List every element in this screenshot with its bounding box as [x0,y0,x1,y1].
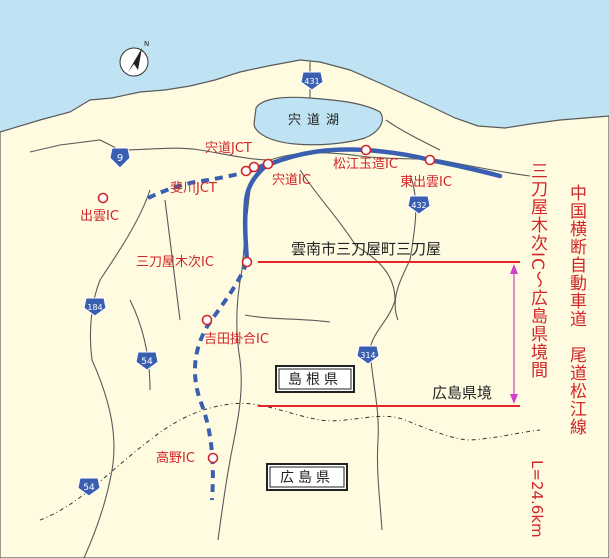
svg-text:432: 432 [411,201,426,210]
svg-text:54: 54 [141,357,153,367]
svg-text:314: 314 [360,351,375,360]
hikawa-jct-label: 斐川JCT [170,181,217,196]
expressway-mitoya [242,161,271,265]
higashi-izumo-ic-marker [424,154,436,166]
shinji-jct-marker [240,165,252,177]
lake-label: 宍道湖 [288,113,345,128]
shinji-jct-label: 宍道JCT [205,141,252,156]
route-shield-54a: 54 [135,351,159,371]
mitoya-kisuki-ic-label: 三刀屋木次IC [136,254,214,270]
hikawa-jct-marker [248,161,260,173]
svg-text:9: 9 [117,153,123,164]
lake-shinji [253,96,383,146]
ic-markers [97,144,436,464]
route-shield-9: 9 [109,147,131,169]
svg-text:N: N [144,40,149,48]
yoshida-kakeai-ic-label: 吉田掛合IC [204,332,269,347]
matsue-tamatsukuri-ic-label: 松江玉造IC [333,157,398,172]
svg-text:広島県: 広島県 [280,470,334,486]
svg-text:島根県: 島根県 [288,372,342,388]
mitoya-location-label: 雲南市三刀屋町三刀屋 [291,240,441,258]
land [0,59,609,558]
planned-hiroshima-link [192,261,249,501]
pref-border-label: 広島県境 [432,384,492,402]
pref-label-shimane: 島根県 [275,365,355,393]
route-shield-314: 314 [356,345,380,365]
north-arrow-icon: N [119,40,149,77]
svg-text:431: 431 [304,77,319,86]
route-shield-184: 184 [83,297,107,317]
takano-ic-label: 高野IC [156,450,195,466]
matsue-tamatsukuri-ic-marker [360,144,372,156]
takano-ic-marker [207,452,219,464]
izumo-ic-marker [97,192,109,204]
pref-border-line [39,402,541,521]
planned-izumo-link [147,170,249,200]
route-shield-431: 431 [300,71,324,91]
length-label-vertical: L=24.6km [528,460,546,538]
length-dimension-arrow [510,264,518,404]
higashi-izumo-ic-label: 東出雲IC [400,174,452,190]
shinji-ic-label: 宍道IC [272,173,311,188]
mitoya-kisuki-ic-marker [241,256,253,268]
route-title-vertical: 中国横断自動車道 尾道松江線 [566,184,587,436]
izumo-ic-label: 出雲IC [80,209,119,224]
route-shield-54b: 54 [77,477,101,497]
shinji-ic-marker [262,158,274,170]
svg-text:184: 184 [87,303,102,312]
pref-label-hiroshima: 広島県 [266,463,348,491]
svg-text:54: 54 [83,483,95,493]
route-shield-432: 432 [407,195,431,215]
yoshida-kakeai-ic-marker [201,314,213,326]
section-label-vertical: 三刀屋木次IC～広島県境間 [527,162,548,379]
